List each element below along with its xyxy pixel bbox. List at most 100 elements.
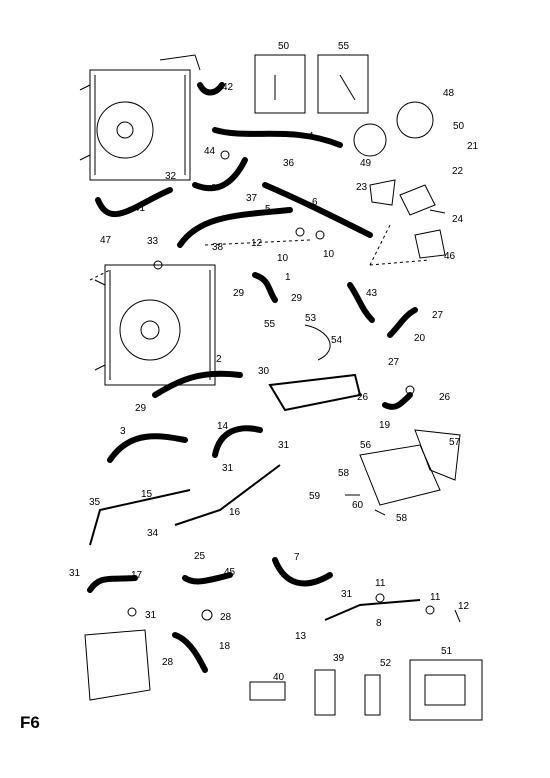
callout-27b: 27: [388, 357, 400, 368]
callout-28b: 28: [162, 657, 174, 668]
callout-31d: 31: [341, 589, 353, 600]
callout-29c: 29: [135, 403, 147, 414]
gasket-23: [369, 179, 396, 206]
callout-39: 39: [333, 653, 345, 664]
tube-52: [364, 674, 381, 716]
hose-7: [272, 557, 333, 587]
callout-40: 40: [273, 672, 285, 683]
callout-5: 5: [265, 204, 271, 215]
hose-6: [262, 182, 373, 238]
coolant-reservoir: [84, 629, 151, 701]
hose-45: [182, 572, 233, 585]
bottle-39: [314, 669, 336, 716]
inset-box-part-50: [254, 54, 306, 114]
inset-box-part-55: [317, 54, 369, 114]
callout-54: 54: [331, 335, 343, 346]
callout-33: 33: [147, 236, 159, 247]
callout-58a: 58: [338, 468, 350, 479]
hose-17: [87, 575, 138, 593]
thermostat-housing-21: [399, 184, 436, 216]
radiator-lower: [94, 264, 216, 386]
callout-42: 42: [222, 82, 234, 93]
callout-31b: 31: [222, 463, 234, 474]
callout-28a: 28: [220, 612, 232, 623]
callout-26b: 26: [439, 392, 451, 403]
pipe-bracket-30: [268, 373, 362, 412]
callout-31e: 31: [145, 610, 157, 621]
callout-55: 55: [338, 41, 350, 52]
callout-48: 48: [443, 88, 455, 99]
callout-43: 43: [366, 288, 378, 299]
callout-55b: 55: [264, 319, 276, 330]
callout-24: 24: [452, 214, 464, 225]
callout-26a: 26: [357, 392, 369, 403]
clip-group: [127, 150, 435, 621]
callout-30: 30: [258, 366, 270, 377]
callout-19: 19: [379, 420, 391, 431]
callout-59: 59: [309, 491, 321, 502]
callout-2: 2: [216, 354, 222, 365]
hose-5: [177, 207, 293, 248]
callout-16: 16: [229, 507, 241, 518]
callout-56: 56: [360, 440, 372, 451]
callout-46: 46: [444, 251, 456, 262]
callout-17: 17: [131, 570, 143, 581]
callout-12: 12: [251, 238, 263, 249]
callout-47: 47: [100, 235, 112, 246]
callout-11a: 11: [375, 578, 386, 589]
hose-20: [387, 307, 418, 338]
housing-46: [414, 229, 446, 259]
callout-53: 53: [305, 313, 317, 324]
pump-seal-49: [353, 123, 387, 157]
callout-41: 41: [134, 203, 146, 214]
page-label: F6: [20, 713, 40, 732]
callout-4: 4: [308, 131, 314, 142]
callout-51: 51: [441, 646, 453, 657]
radiator-upper: [79, 54, 201, 181]
callout-21: 21: [467, 141, 479, 152]
pipe-16: [174, 464, 281, 526]
kit-51-item: [424, 674, 466, 706]
hose-14: [212, 425, 263, 458]
callout-57: 57: [449, 437, 461, 448]
hose-4: [212, 127, 343, 148]
callout-3: 3: [120, 426, 126, 437]
callout-23: 23: [356, 182, 368, 193]
callout-35: 35: [89, 497, 101, 508]
callout-36: 36: [283, 158, 295, 169]
pipe-8: [324, 599, 421, 621]
fastener-group: [274, 74, 461, 623]
callout-31a: 31: [278, 440, 290, 451]
hose-42: [197, 82, 225, 96]
hose-9: [192, 157, 248, 192]
callout-49: 49: [360, 158, 372, 169]
callout-25: 25: [194, 551, 206, 562]
housing-56: [359, 444, 441, 506]
callout-15: 15: [141, 489, 153, 500]
callout-37: 37: [246, 193, 258, 204]
callout-1: 1: [285, 272, 291, 283]
callout-60: 60: [352, 500, 364, 511]
callout-13: 13: [295, 631, 307, 642]
hose-group: [87, 82, 418, 673]
callout-44: 44: [204, 146, 216, 157]
callout-31c: 31: [69, 568, 81, 579]
callout-18: 18: [219, 641, 231, 652]
water-pump-48: [396, 101, 434, 139]
callout-27a: 27: [432, 310, 444, 321]
callout-12b: 12: [458, 601, 470, 612]
callout-8: 8: [376, 618, 382, 629]
pipe-15: [89, 489, 191, 546]
hose-41: [95, 187, 173, 218]
callout-32: 32: [165, 171, 177, 182]
tube-40: [249, 681, 286, 701]
callout-11b: 11: [430, 592, 441, 603]
callout-58b: 58: [396, 513, 408, 524]
pipe-group: [89, 373, 421, 621]
callout-50: 50: [278, 41, 290, 52]
inset-box-part-51: [409, 659, 483, 721]
hose-1: [252, 272, 278, 303]
callout-29b: 29: [291, 293, 303, 304]
